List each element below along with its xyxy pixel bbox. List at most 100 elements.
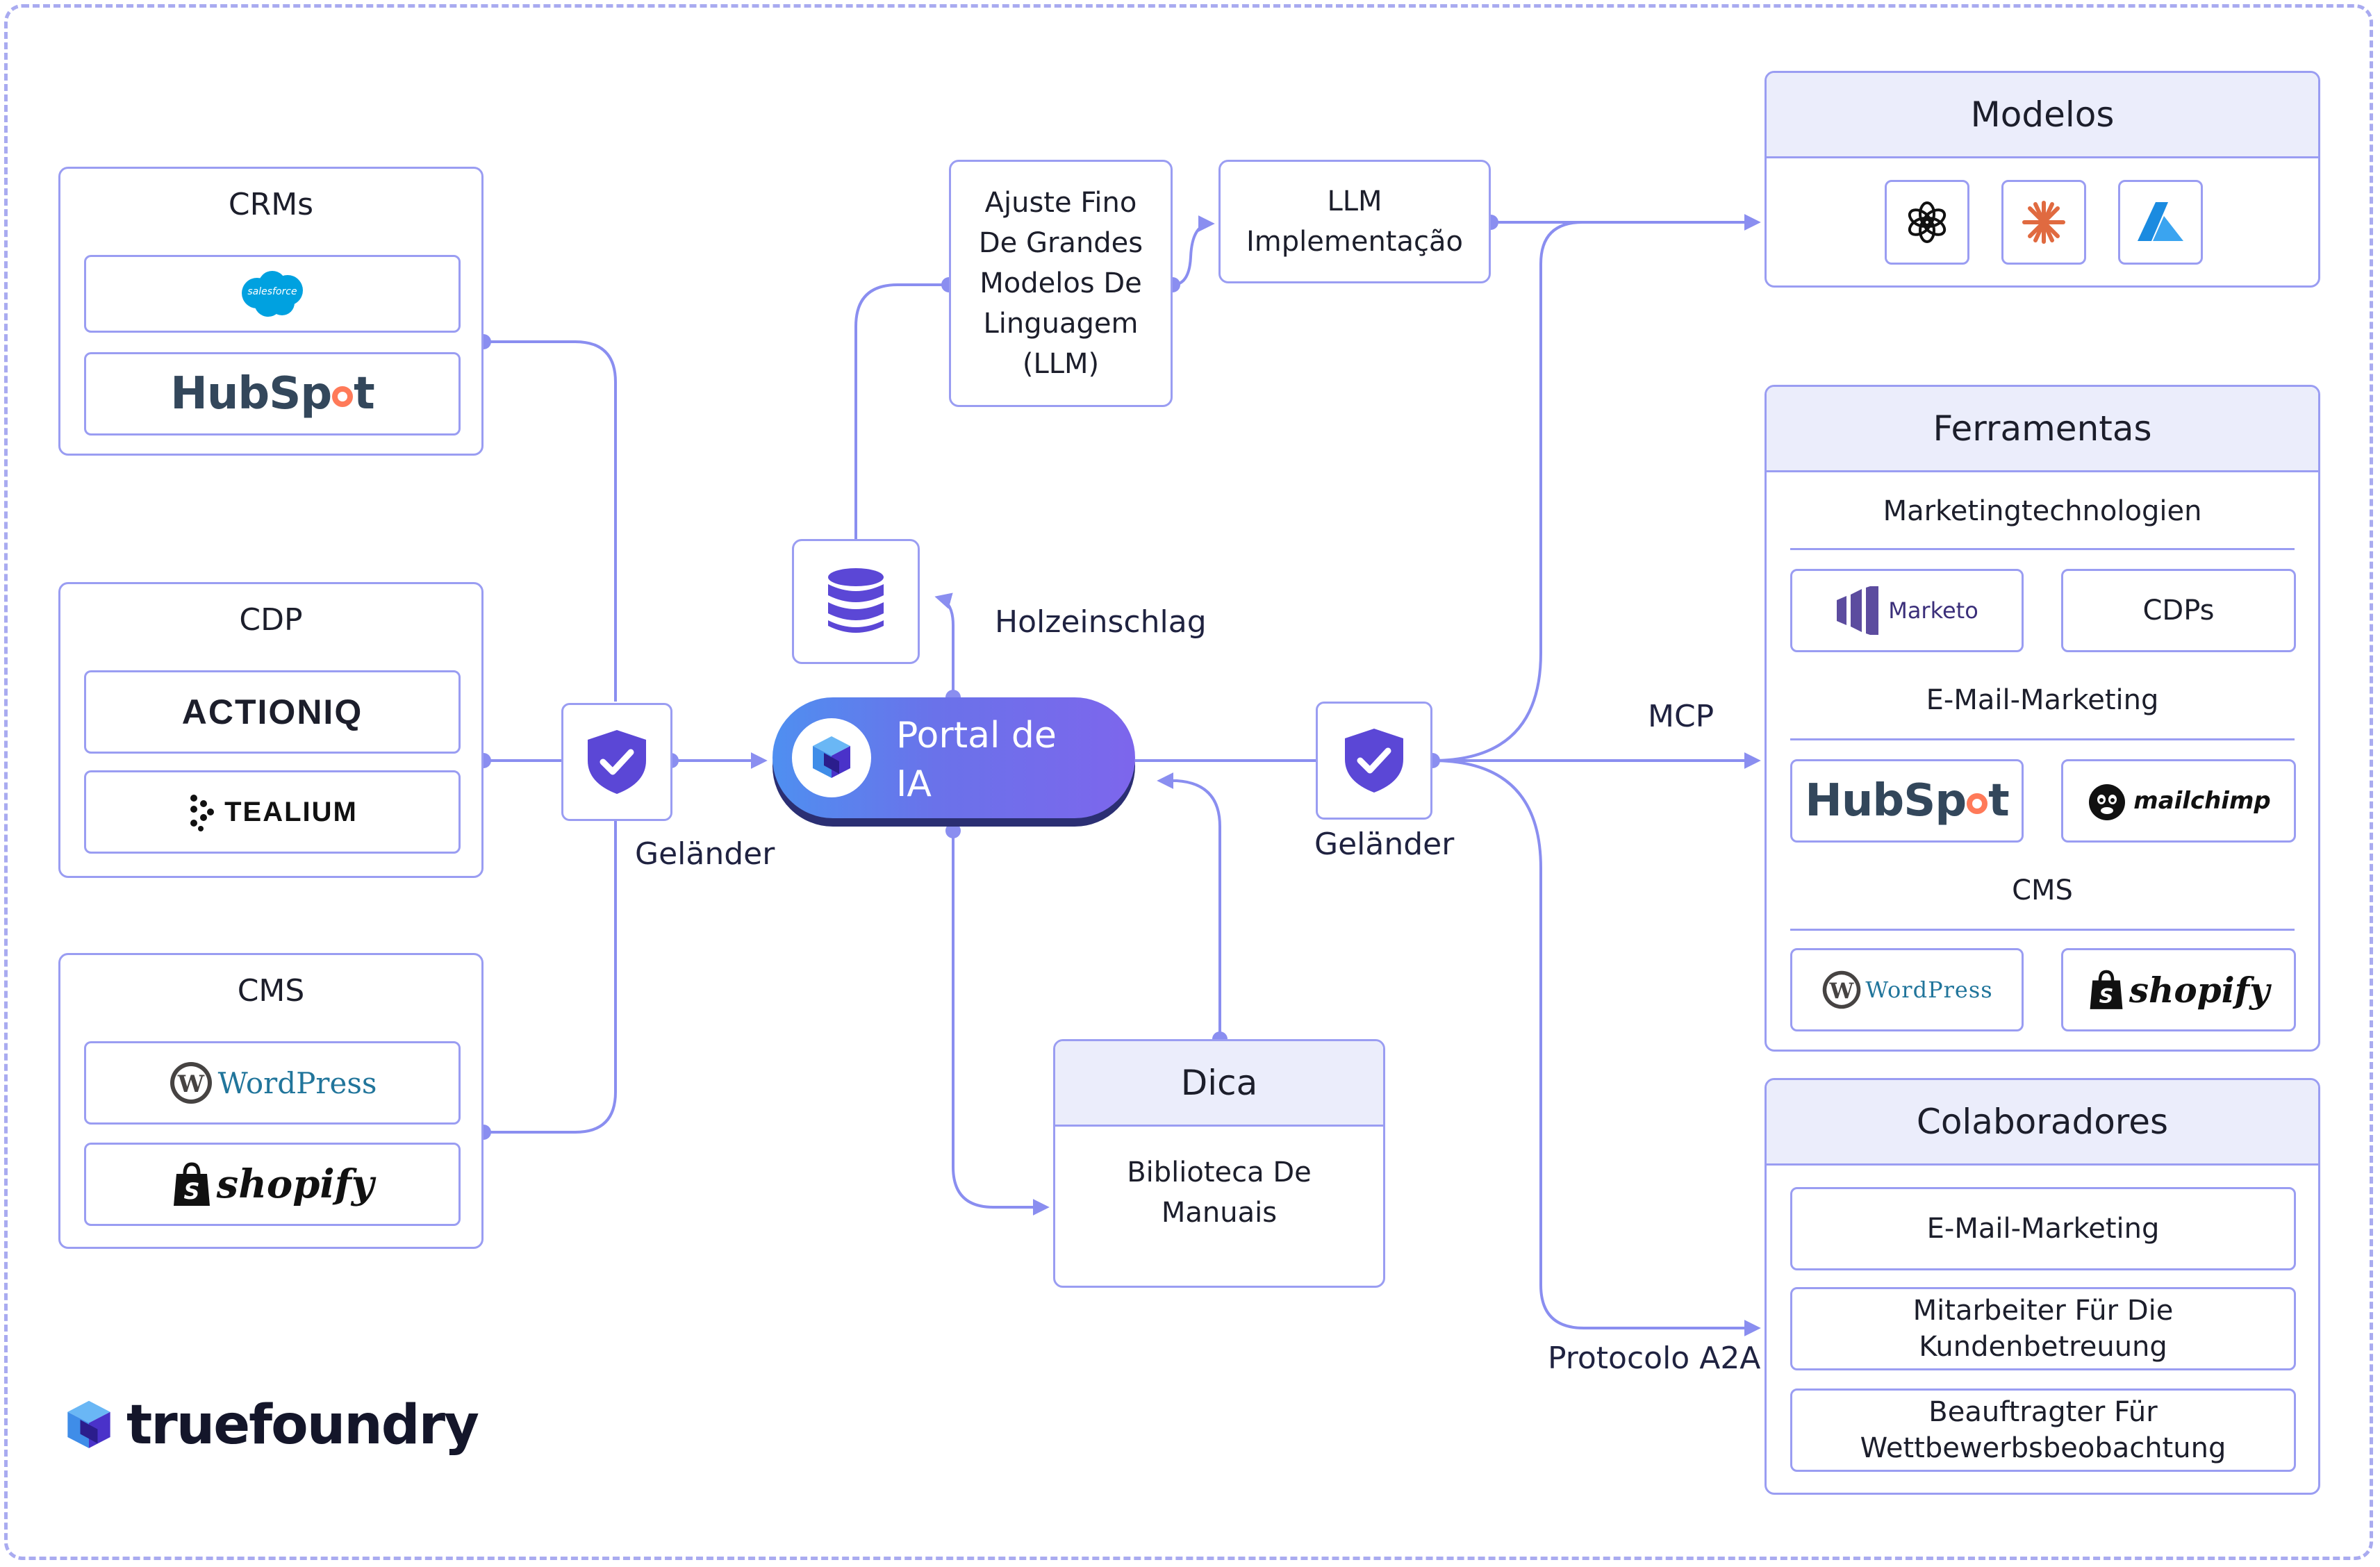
llm-impl-line-2: Implementação [1246,226,1463,258]
database-node [792,539,920,664]
truefoundry-logo: truefoundry [60,1391,479,1460]
agent-email-marketing-label: E-Mail-Marketing [1926,1213,2160,1245]
wire-guard-models [1432,214,1761,762]
fine-tune-line-4: Linguagem [983,308,1139,340]
actioniq-label: ACTIONIQ [181,693,363,731]
cms-title: CMS [237,973,305,1009]
svg-text:S: S [2099,984,2113,1008]
section-divider [1790,548,2295,550]
marketo-tile[interactable]: Marketo [1790,569,2024,652]
shopify-tool-logo: S shopify [2088,968,2270,1011]
marketo-label: Marketo [1888,597,1978,624]
anthropic-icon [2022,201,2065,244]
section-divider [1790,929,2295,931]
mailchimp-label: mailchimp [2133,787,2271,815]
crms-title: CRMs [228,187,314,222]
wire-guard-a2a [1432,759,1761,1336]
agent-email-marketing[interactable]: E-Mail-Marketing [1790,1187,2296,1270]
wire-portal-dica [952,831,1050,1216]
salesforce-label: salesforce [247,286,297,297]
wordpress-label: WordPress [217,1066,377,1100]
dica-title: Dica [1055,1041,1383,1127]
left-guardrail-label: Geländer [635,836,775,872]
logging-label: Holzeinschlag [995,604,1207,640]
cdps-tile[interactable]: CDPs [2061,569,2296,652]
wordpress-tool-tile[interactable]: W WordPress [1790,948,2024,1031]
modelos-panel: Modelos [1765,71,2320,288]
dica-panel: Dica Biblioteca De Manuais [1053,1039,1385,1288]
shopify-tile: S shopify [84,1143,461,1226]
agent-competitive-intel-line-1: Beauftragter Für [1928,1396,2158,1428]
wordpress-logo: W WordPress [168,1060,377,1106]
shopify-bag-icon: S [2090,970,2123,1009]
fine-tune-line-3: Modelos De [980,267,1142,299]
tealium-label: TEALIUM [224,796,358,827]
anthropic-tile[interactable] [2001,180,2086,265]
database-icon [828,568,884,633]
left-guardrail[interactable] [561,703,672,821]
shopify-logo: S shopify [171,1161,374,1207]
ai-portal[interactable]: Portal de IA [772,697,1135,827]
salesforce-tile: salesforce [84,255,461,333]
colaboradores-panel: Colaboradores E-Mail-Marketing Mitarbeit… [1765,1078,2320,1495]
svg-text:S: S [183,1178,199,1204]
truefoundry-cube-icon [67,1400,110,1448]
wordpress-icon: W [170,1062,212,1104]
mailchimp-logo: mailchimp [2086,779,2271,823]
tealium-dots-icon [190,795,215,831]
section-divider [1790,738,2295,740]
tealium-tile: TEALIUM [84,770,461,854]
mailchimp-icon [2089,784,2126,820]
fine-tune-line-5: (LLM) [1022,348,1100,380]
azure-tile[interactable] [2118,180,2203,265]
shopify-label: shopify [216,1161,374,1207]
actioniq-logo: ACTIONIQ [182,692,363,732]
openai-icon [1908,201,1947,243]
ferramentas-panel: Ferramentas Marketingtechnologien Market… [1765,385,2320,1052]
marketo-icon [1837,586,1879,635]
truefoundry-cube-icon [813,736,850,778]
right-guardrail[interactable] [1316,702,1432,820]
a2a-label: Protocolo A2A [1548,1341,1761,1376]
dica-body-line-1: Biblioteca De [1127,1156,1312,1188]
cdps-label: CDPs [2142,595,2215,627]
hubspot-sprocket-icon [332,386,354,407]
wire-dica-portal [1157,772,1221,1039]
portal-logo-disc [792,718,871,797]
cdp-title: CDP [239,602,303,638]
wordpress-tile: W WordPress [84,1041,461,1125]
svg-text:W: W [176,1070,204,1098]
fine-tune-line-2: De Grandes [978,227,1143,259]
cms-panel: CMS W WordPress S shopify [58,953,484,1249]
section-email-title: E-Mail-Marketing [1926,684,2159,716]
modelos-title: Modelos [1767,73,2318,158]
marketo-logo: Marketo [1835,586,1978,635]
actioniq-tile: ACTIONIQ [84,670,461,754]
agent-competitive-intel[interactable]: Beauftragter Für Wettbewerbsbeobachtung [1790,1388,2296,1472]
agent-customer-service-line-2: Kundenbetreuung [1919,1331,2167,1363]
fine-tune-line-1: Ajuste Fino [984,187,1137,219]
llm-impl-line-1: LLM [1327,185,1382,217]
openai-tile[interactable] [1885,180,1969,265]
wordpress-icon: W [1823,970,1861,1009]
diagram-frame [4,4,2373,1560]
shopify-tool-label: shopify [2129,969,2270,1011]
mcp-label: MCP [1648,699,1714,734]
salesforce-logo: salesforce [236,270,308,318]
agent-competitive-intel-line-2: Wettbewerbsbeobachtung [1860,1432,2226,1464]
llm-implementation-node: LLM Implementação [1218,160,1491,283]
wordpress-tool-logo: W WordPress [1821,969,1992,1011]
shopify-tool-tile[interactable]: S shopify [2061,948,2296,1031]
mailchimp-tile[interactable]: mailchimp [2061,759,2296,843]
portal-line-2: IA [896,763,932,805]
dica-body-line-2: Manuais [1161,1197,1278,1229]
wire-cms [484,820,617,1134]
portal-title: Portal de IA [896,711,1057,809]
shield-check-icon [588,730,646,794]
agent-customer-service[interactable]: Mitarbeiter Für Die Kundenbetreuung [1790,1287,2296,1370]
portal-line-1: Portal de [896,715,1057,756]
ferramentas-title: Ferramentas [1767,387,2318,472]
wire-logging [934,592,955,697]
